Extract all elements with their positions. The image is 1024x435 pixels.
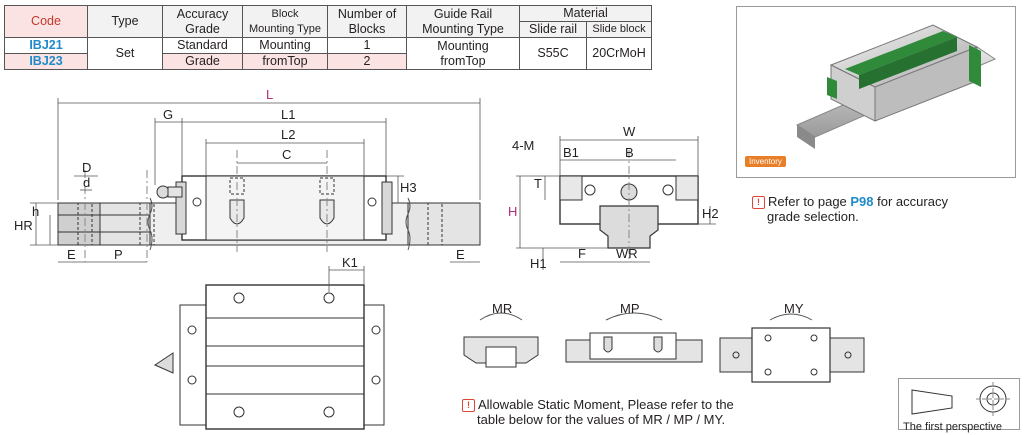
dim-C: C: [282, 147, 291, 162]
moment-mp-label: MP: [620, 301, 640, 316]
rail-right: [407, 202, 481, 246]
product-photo: [736, 6, 1016, 178]
header-slide-block: Slide block: [586, 21, 652, 38]
dim-F: F: [578, 246, 586, 261]
dim-L: L: [266, 87, 273, 102]
dim-E-right: E: [456, 247, 465, 262]
dim-W: W: [623, 124, 636, 139]
dim-P: P: [114, 247, 123, 262]
dim-WR: WR: [616, 246, 638, 261]
moment-note: !Allowable Static Moment, Please refer t…: [462, 397, 734, 427]
linear-guide-render: [795, 24, 997, 149]
block-mount-cell-1: Mounting: [242, 37, 328, 54]
grease-nipple-top: [153, 352, 174, 374]
dim-4M: 4-M: [512, 138, 534, 153]
code-cell: IBJ23: [4, 53, 88, 70]
slide-block-material: 20CrMoH: [586, 37, 652, 70]
code-cell: IBJ21: [4, 37, 88, 54]
dim-E-left: E: [67, 247, 76, 262]
rail-end-section: [57, 202, 101, 246]
blocks-cell: 2: [327, 53, 407, 70]
header-slide-rail: Slide rail: [519, 21, 587, 38]
dim-L2: L2: [281, 127, 295, 142]
page-reference-link[interactable]: P98: [850, 194, 874, 209]
accuracy-cell-2: Grade: [162, 53, 243, 70]
accuracy-cell-1: Standard: [162, 37, 243, 54]
dim-H: H: [508, 204, 517, 219]
dim-G: G: [163, 107, 173, 122]
dim-d: d: [83, 175, 90, 190]
perspective-box: [898, 378, 1020, 430]
perspective-label: The first perspective: [903, 421, 1003, 433]
dim-D: D: [82, 160, 91, 175]
slide-block-top: [205, 284, 365, 430]
header-code: Code: [4, 5, 88, 38]
dim-H2: H2: [702, 206, 719, 221]
type-cell: Set: [87, 37, 163, 70]
accuracy-note: !Refer to page P98 for accuracy grade se…: [752, 194, 948, 224]
slide-rail-material: S55C: [519, 37, 587, 70]
dim-H3: H3: [400, 180, 417, 195]
dim-HR: HR: [14, 218, 33, 233]
inventory-badge: Inventory: [745, 156, 786, 167]
dim-K1: K1: [342, 255, 358, 270]
warning-icon: !: [462, 399, 475, 412]
warning-icon: !: [752, 196, 765, 209]
moment-mr-label: MR: [492, 301, 512, 316]
dim-H1: H1: [530, 256, 547, 271]
dim-B1: B1: [563, 145, 579, 160]
dim-B: B: [625, 145, 634, 160]
block-mount-cell-2: fromTop: [242, 53, 328, 70]
moment-my-label: MY: [784, 301, 804, 316]
dim-T: T: [534, 176, 542, 191]
grease-nipple: [156, 185, 170, 199]
dim-h: h: [32, 204, 39, 219]
dim-L1: L1: [281, 107, 295, 122]
